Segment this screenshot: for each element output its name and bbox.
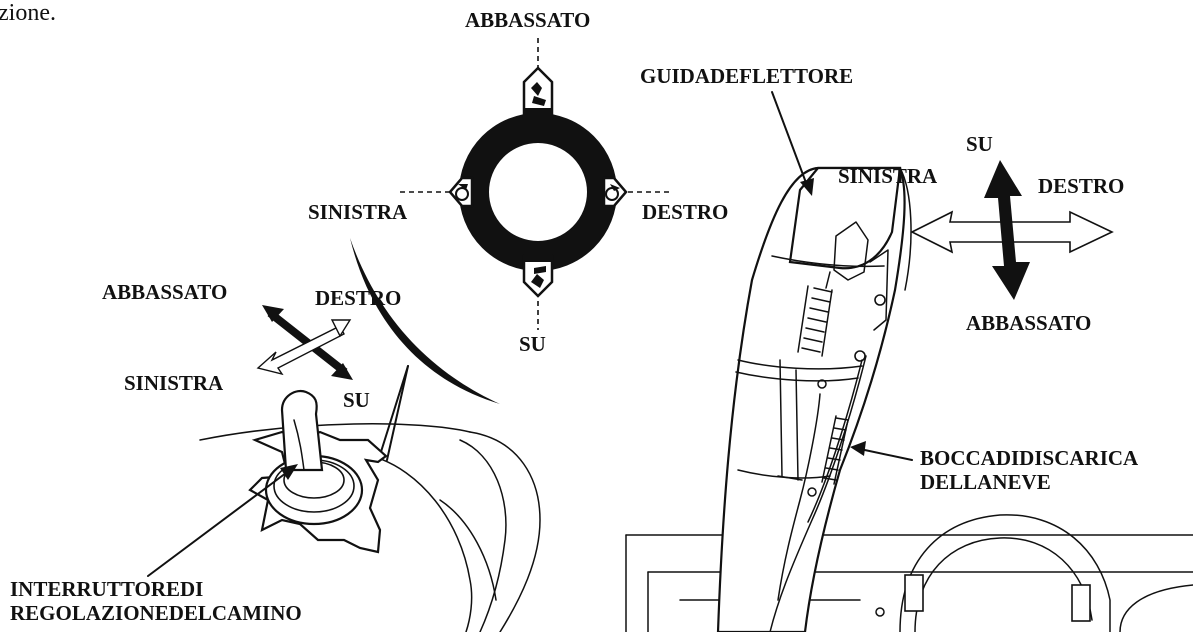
- up-down-arrow: [984, 160, 1030, 300]
- joystick-lever: [280, 389, 324, 472]
- joystick-label-down-left: SINISTRA: [124, 371, 224, 395]
- switch-callout-line1: INTERRUTTOREDI: [10, 577, 203, 601]
- control-cable: [769, 355, 867, 632]
- chute-label-line1: BOCCADIDISCARICA: [920, 446, 1139, 470]
- magnify-line-2: [386, 365, 409, 461]
- cable-spring: [821, 415, 849, 485]
- joystick-panel: ABBASSATO DESTRO SINISTRA SU INTERRUTTOR…: [10, 280, 541, 632]
- magnify-line-1: [379, 365, 409, 456]
- magnify-swoosh: [350, 238, 500, 404]
- joystick-label-up-right: DESTRO: [315, 286, 401, 310]
- plate-label-left: SINISTRA: [308, 200, 408, 224]
- switch-plate: ABBASSATO SINISTRA DESTRO SU: [308, 8, 728, 356]
- caption-fragment: zione.: [0, 0, 56, 26]
- chute-right-icon: [605, 184, 620, 201]
- chute-label-left: SINISTRA: [838, 164, 938, 188]
- plate-label-top: ABBASSATO: [465, 8, 590, 32]
- deflector-callout-line: [771, 91, 809, 189]
- plate-label-bottom: SU: [519, 332, 546, 356]
- deflector-label: GUIDADEFLETTORE: [640, 64, 853, 88]
- chute-label-down: ABBASSATO: [966, 311, 1091, 335]
- chute-label-line2: DELLANEVE: [920, 470, 1051, 494]
- chute-body: [716, 166, 906, 632]
- housing-edge: [199, 423, 471, 441]
- chute-label-up: SU: [966, 132, 993, 156]
- deflector-spring: [797, 271, 833, 357]
- chute-callout-line: [859, 448, 913, 461]
- chute-illustration: GUIDADEFLETTORE BOCCADIDISCARICA DELLANE…: [625, 64, 1193, 632]
- joystick-arrows: [256, 305, 353, 380]
- switch-callout-line2: REGOLAZIONEDELCAMINO: [10, 601, 302, 625]
- deflector: [788, 166, 902, 270]
- plate-label-right: DESTRO: [642, 200, 728, 224]
- joystick-label-down-right: SU: [343, 388, 370, 412]
- joystick-label-up-left: ABBASSATO: [102, 280, 227, 304]
- chute-down-icon: [531, 82, 546, 106]
- chute-up-icon: [531, 266, 546, 288]
- chute-label-right: DESTRO: [1038, 174, 1124, 198]
- switch-callout-line: [147, 469, 291, 577]
- switch-ring: [459, 113, 617, 271]
- chute-left-icon: [455, 184, 469, 201]
